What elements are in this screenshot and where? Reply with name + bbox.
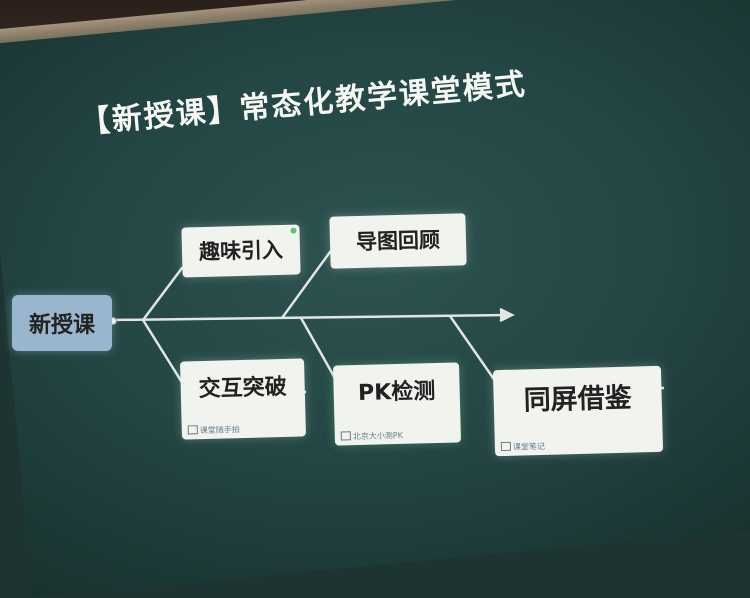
branch-node-5-note: 课堂笔记: [500, 441, 546, 453]
branch-node-3[interactable]: 交互突破 课堂随手拍: [180, 358, 306, 440]
branch-node-1[interactable]: 趣味引入: [181, 224, 301, 278]
branch-node-4[interactable]: PK检测 北京大小测PK: [332, 362, 462, 446]
branch-node-5-label: 同屏借鉴: [523, 382, 633, 417]
root-node-label: 新授课: [28, 313, 95, 338]
main-spine: [112, 313, 511, 322]
branch-node-3-note-text: 课堂随手拍: [199, 425, 240, 436]
branch-node-3-note: 课堂随手拍: [187, 424, 240, 436]
branch-node-4-label: PK检测: [357, 378, 436, 407]
branch-node-5-note-text: 课堂笔记: [512, 441, 546, 452]
branch-node-5[interactable]: 同屏借鉴 课堂笔记: [492, 365, 664, 457]
mindmap-connectors: [109, 250, 665, 394]
branch-node-4-note-text: 北京大小测PK: [352, 430, 404, 442]
branch-node-2-label: 导图回顾: [355, 227, 441, 255]
note-icon: [187, 425, 198, 435]
status-dot: [290, 227, 297, 234]
spine-arrowhead: [499, 307, 515, 323]
branch-node-4-note: 北京大小测PK: [340, 430, 404, 443]
note-icon: [500, 441, 512, 452]
root-node[interactable]: 新授课: [12, 295, 112, 351]
branch-node-1-label: 趣味引入: [198, 237, 284, 265]
branch-node-3-label: 交互突破: [198, 374, 288, 403]
note-icon: [340, 431, 351, 441]
branch-node-2[interactable]: 导图回顾: [329, 213, 467, 269]
